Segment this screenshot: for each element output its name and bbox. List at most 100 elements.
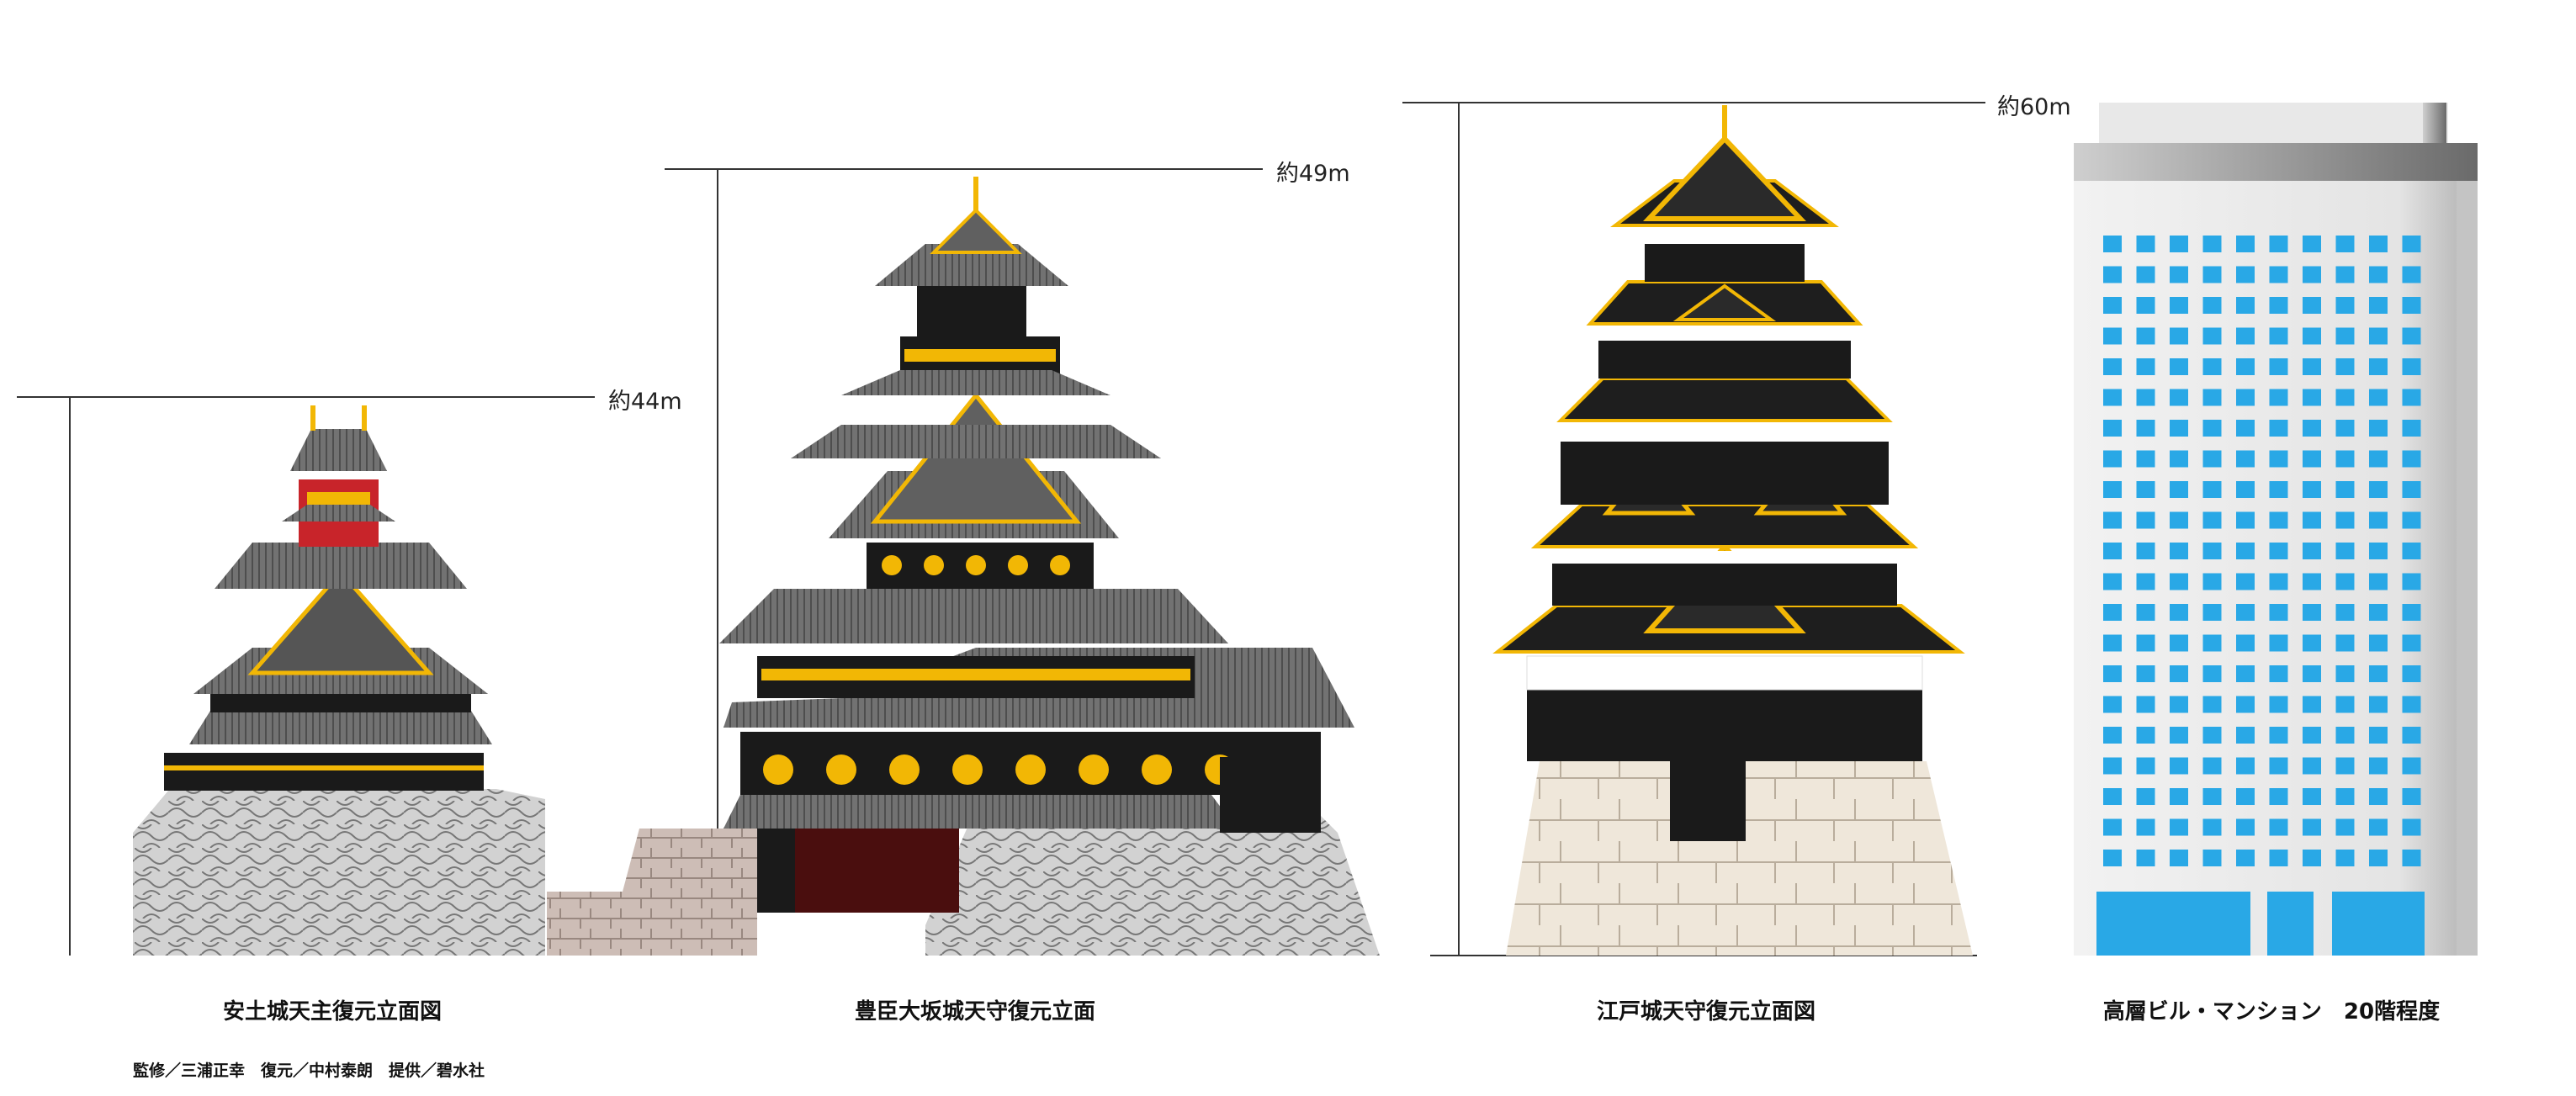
building-window	[2136, 327, 2155, 345]
building-window	[2369, 818, 2388, 836]
building-window	[2202, 236, 2222, 252]
building-window	[2402, 450, 2421, 468]
building-window	[2335, 727, 2355, 744]
building-window	[2269, 481, 2288, 498]
building-window	[2369, 481, 2388, 498]
building-window	[2335, 818, 2355, 836]
building-window	[2236, 420, 2255, 437]
building-window	[2236, 450, 2255, 468]
building-window	[2103, 696, 2122, 713]
building-window	[2202, 266, 2222, 283]
building-window	[2103, 327, 2122, 345]
building-window	[2170, 604, 2188, 621]
building-window	[2236, 850, 2255, 866]
building-window	[2335, 665, 2355, 682]
building-window	[2170, 727, 2188, 744]
building-window	[2269, 266, 2288, 283]
building-window	[2369, 696, 2388, 713]
building-window	[2335, 634, 2355, 652]
building-window	[2236, 573, 2255, 590]
building-window	[2236, 358, 2255, 375]
building-window	[2303, 818, 2321, 836]
lobby-glass-pane	[2096, 892, 2164, 956]
building-window	[2236, 696, 2255, 713]
building-window	[2103, 634, 2122, 652]
building-window	[2202, 634, 2222, 652]
building-window	[2170, 850, 2188, 866]
building-window	[2335, 696, 2355, 713]
building-window	[2170, 297, 2188, 314]
building-window	[2335, 327, 2355, 345]
building-window	[2170, 573, 2188, 590]
building-window	[2335, 543, 2355, 559]
building-window	[2136, 727, 2155, 744]
building-window	[2303, 450, 2321, 468]
building-window	[2335, 481, 2355, 498]
building-window	[2136, 757, 2155, 775]
building-window	[2136, 297, 2155, 314]
building-window	[2170, 634, 2188, 652]
building-window	[2202, 665, 2222, 682]
building-window	[2303, 236, 2321, 252]
building-window	[2236, 634, 2255, 652]
building-window	[2269, 511, 2288, 529]
building-window	[2136, 634, 2155, 652]
building-window	[2303, 665, 2321, 682]
building-window	[2202, 297, 2222, 314]
building-window	[2369, 604, 2388, 621]
building-window	[2170, 665, 2188, 682]
building-window	[2369, 297, 2388, 314]
building-window	[2269, 358, 2288, 375]
building-window	[2236, 788, 2255, 805]
building-window	[2335, 757, 2355, 775]
building-window	[2335, 604, 2355, 621]
building-window	[2303, 511, 2321, 529]
lobby-glass-pane	[2162, 892, 2250, 956]
building-window	[2136, 266, 2155, 283]
building-window	[2402, 665, 2421, 682]
lobby-glass-pane	[2267, 892, 2314, 956]
building-window	[2103, 297, 2122, 314]
building-window	[2335, 788, 2355, 805]
building-window	[2369, 236, 2388, 252]
building-window	[2103, 850, 2122, 866]
building-window	[2136, 236, 2155, 252]
building-window	[2103, 757, 2122, 775]
building-window	[2335, 573, 2355, 590]
building-window	[2202, 573, 2222, 590]
building-window	[2236, 481, 2255, 498]
building-window	[2269, 389, 2288, 406]
building-window	[2269, 757, 2288, 775]
building-window	[2369, 850, 2388, 866]
building-window	[2103, 573, 2122, 590]
building-window	[2202, 850, 2222, 866]
building-window	[2136, 788, 2155, 805]
building-window	[2335, 389, 2355, 406]
building-window	[2202, 543, 2222, 559]
building-window	[2103, 450, 2122, 468]
azuchi-castle-elevation	[133, 405, 545, 956]
building-window	[2402, 850, 2421, 866]
building-window	[2236, 297, 2255, 314]
building-window	[2170, 757, 2188, 775]
building-window	[2103, 604, 2122, 621]
building-window	[2303, 727, 2321, 744]
building-window	[2303, 604, 2321, 621]
building-window	[2269, 788, 2288, 805]
building-window	[2369, 327, 2388, 345]
building-window	[2170, 389, 2188, 406]
building-window	[2402, 297, 2421, 314]
building-window	[2303, 389, 2321, 406]
building-window	[2369, 450, 2388, 468]
building-window	[2103, 236, 2122, 252]
building-window	[2402, 511, 2421, 529]
building-window	[2402, 818, 2421, 836]
building-window	[2402, 358, 2421, 375]
building-window	[2303, 266, 2321, 283]
building-window	[2269, 818, 2288, 836]
lobby-glass	[2096, 892, 2425, 956]
building-window	[2202, 389, 2222, 406]
building-window	[2103, 543, 2122, 559]
building-window	[2369, 266, 2388, 283]
building-window	[2202, 757, 2222, 775]
